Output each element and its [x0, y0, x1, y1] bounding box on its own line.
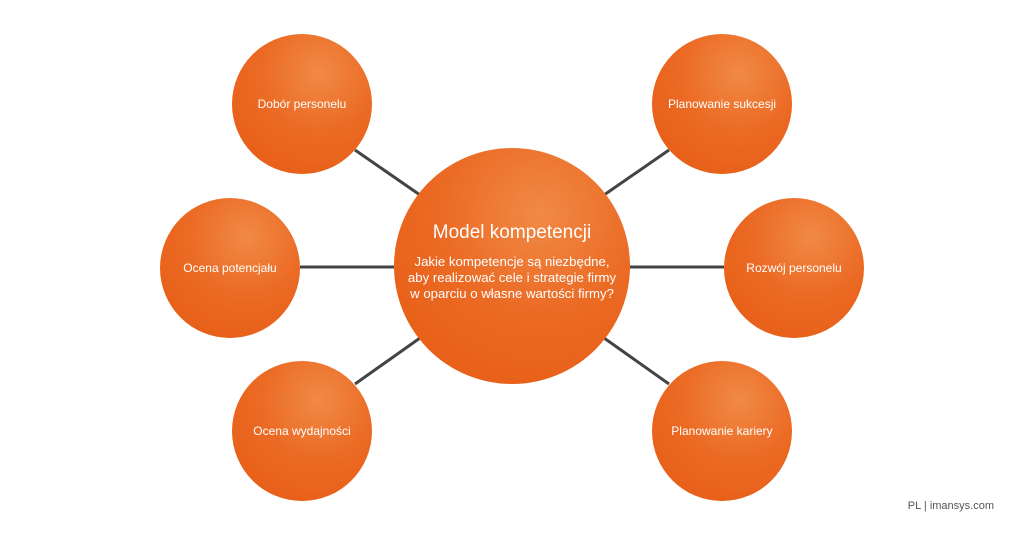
center-node-model: Model kompetencji Jakie kompetencje są n… — [394, 148, 630, 384]
node-label: Ocena potencjału — [183, 261, 277, 275]
center-title: Model kompetencji — [432, 222, 592, 243]
node-dobor-personelu: Dobór personelu — [232, 34, 372, 174]
node-label: Ocena wydajności — [253, 424, 351, 438]
connector-wydajnosc — [354, 336, 421, 386]
node-label: Rozwój personelu — [746, 261, 842, 275]
connector-dobor — [354, 148, 421, 197]
node-ocena-wydajnosci: Ocena wydajności — [232, 361, 372, 501]
node-label: Dobór personelu — [257, 97, 347, 111]
node-rozwoj-personelu: Rozwój personelu — [724, 198, 864, 338]
connector-sukcesji — [603, 148, 670, 197]
connector-kariery — [603, 336, 670, 386]
node-ocena-potencjalu: Ocena potencjału — [160, 198, 300, 338]
footer-credit: PL | imansys.com — [907, 500, 994, 512]
node-label: Planowanie sukcesji — [667, 97, 777, 111]
node-planowanie-kariery: Planowanie kariery — [652, 361, 792, 501]
center-question: Jakie kompetencje są niezbędne, aby real… — [407, 254, 617, 301]
node-label: Planowanie kariery — [671, 424, 773, 438]
node-planowanie-sukcesji: Planowanie sukcesji — [652, 34, 792, 174]
